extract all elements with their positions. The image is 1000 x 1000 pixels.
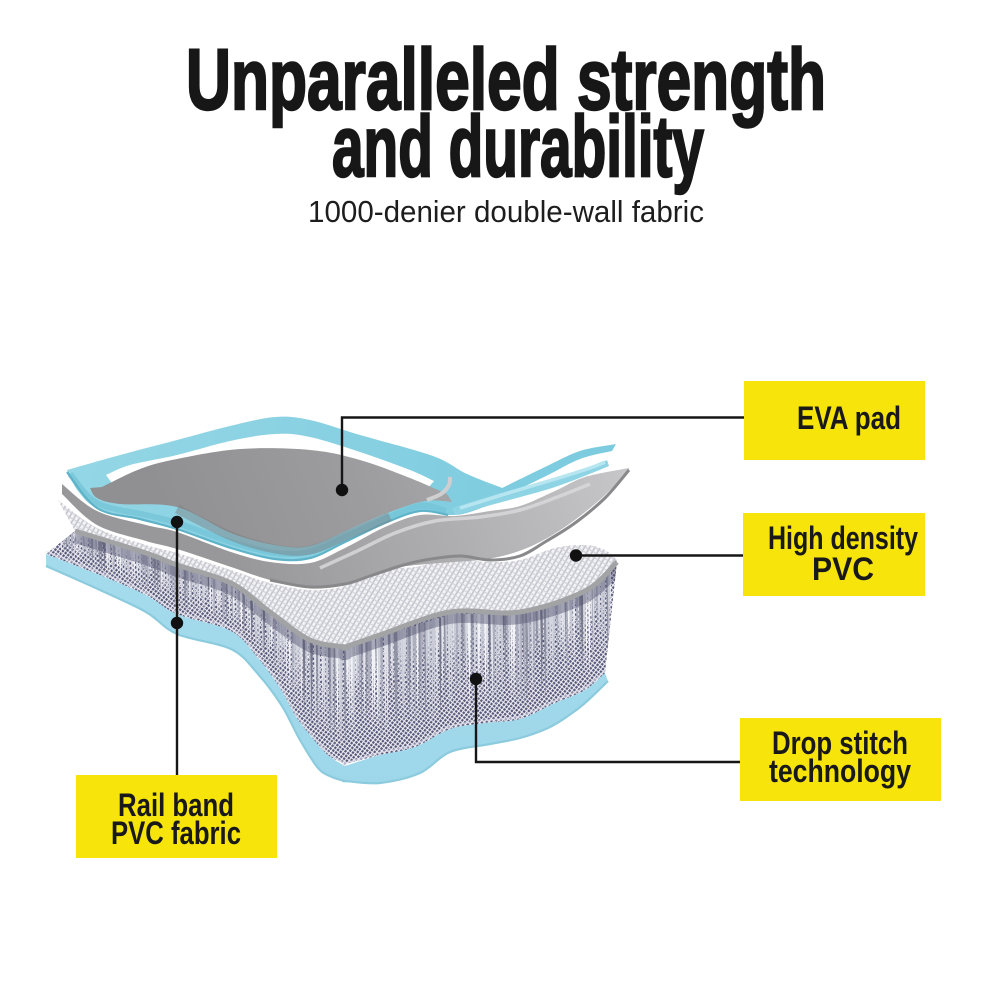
svg-text:1000-denier double-wall fabric: 1000-denier double-wall fabric [308, 194, 704, 229]
svg-text:PVC: PVC [812, 551, 874, 587]
svg-text:Rail band: Rail band [118, 787, 234, 823]
svg-text:EVA pad: EVA pad [797, 400, 901, 436]
svg-text:technology: technology [769, 753, 911, 789]
svg-text:and durability: and durability [332, 99, 704, 195]
svg-text:Drop stitch: Drop stitch [772, 725, 908, 761]
svg-text:PVC fabric: PVC fabric [111, 815, 241, 851]
svg-text:High density: High density [768, 520, 918, 556]
svg-text:Unparalleled strength: Unparalleled strength [186, 32, 826, 128]
